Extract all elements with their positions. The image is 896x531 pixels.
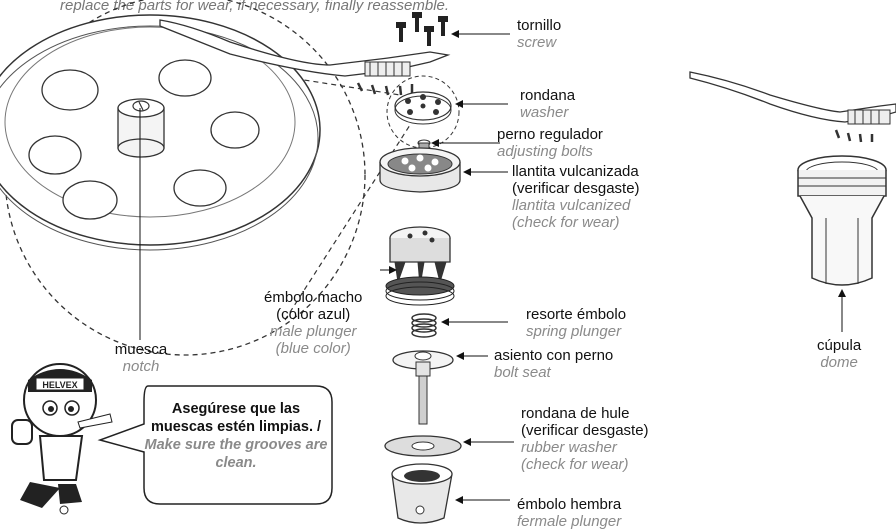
label-bolt-seat-en: bolt seat: [494, 364, 551, 381]
label-rubber-washer-es2: (verificar desgaste): [521, 422, 649, 439]
label-rubber-washer-en2: (check for wear): [521, 456, 629, 473]
label-adjusting-bolt: perno regulador adjusting bolts: [497, 126, 603, 160]
label-rubber-washer: rondana de hule (verificar desgaste) rub…: [521, 405, 649, 473]
cleaning-brush-left: [159, 19, 451, 96]
label-notch: muesca notch: [110, 341, 172, 375]
label-washer-es: rondana: [520, 87, 576, 104]
label-adjusting-bolt-es: perno regulador: [497, 126, 603, 143]
washer: [386, 75, 460, 149]
label-screw-en: screw: [517, 34, 557, 51]
label-vulcanized-en2: (check for wear): [512, 214, 620, 231]
bolt-seat: [392, 350, 454, 425]
label-vulcanized-en1: llantita vulcanized: [512, 197, 631, 214]
label-vulcanized: llantita vulcanizada (verificar desgaste…: [512, 163, 640, 231]
label-female-plunger-en: fermale plunger: [517, 513, 622, 530]
label-spring-en: spring plunger: [526, 323, 622, 340]
label-washer: rondana washer: [520, 87, 575, 121]
label-dome-en: dome: [820, 354, 858, 371]
label-rubber-washer-es1: rondana de hule: [521, 405, 630, 422]
label-bolt-seat: asiento con perno bolt seat: [494, 347, 613, 381]
label-vulcanized-es1: llantita vulcanizada: [512, 163, 639, 180]
label-notch-en: notch: [122, 358, 160, 375]
label-female-plunger-es: émbolo hembra: [517, 496, 622, 513]
callout-bubble: [97, 385, 333, 505]
label-adjusting-bolt-en: adjusting bolts: [497, 143, 593, 160]
callout-text-en: Make sure the grooves are clean.: [144, 437, 328, 471]
label-male-plunger-es1: émbolo macho: [264, 289, 363, 306]
header-instruction: replace the parts for wear, if necessary…: [60, 0, 449, 14]
vulcanized-disc: [379, 147, 461, 193]
label-vulcanized-es2: (verificar desgaste): [512, 180, 640, 197]
rubber-washer: [384, 435, 462, 457]
helvex-mascot: HELVEX: [11, 363, 113, 515]
label-spring: resorte émbolo spring plunger: [526, 306, 626, 340]
label-washer-en: washer: [520, 104, 569, 121]
label-female-plunger: émbolo hembra fermale plunger: [517, 496, 621, 530]
label-screw-es: tornillo: [517, 17, 562, 34]
label-notch-es: muesca: [114, 341, 168, 358]
callout-text: Asegúrese que las muescas estén limpias.…: [144, 400, 328, 510]
label-male-plunger-en2: (blue color): [275, 340, 351, 357]
label-male-plunger-es2: (color azul): [276, 306, 351, 323]
magnified-washer: [0, 0, 411, 356]
callout-text-es: Asegúrese que las muescas estén limpias.…: [150, 401, 322, 435]
screws: [396, 12, 448, 46]
label-male-plunger: émbolo macho (color azul) male plunger (…: [264, 289, 362, 357]
label-male-plunger-en1: male plunger: [269, 323, 357, 340]
dome: [797, 155, 887, 286]
spring-plunger: [411, 313, 437, 338]
label-spring-es: resorte émbolo: [526, 306, 627, 323]
mascot-badge: HELVEX: [42, 380, 77, 390]
label-bolt-seat-es: asiento con perno: [494, 347, 614, 364]
label-dome: cúpula dome: [817, 337, 861, 371]
label-dome-es: cúpula: [817, 337, 862, 354]
label-rubber-washer-en1: rubber washer: [521, 439, 617, 456]
male-plunger: [385, 226, 455, 306]
cleaning-brush-right: [689, 71, 896, 143]
label-screw: tornillo screw: [517, 17, 561, 51]
female-plunger: [391, 463, 453, 524]
